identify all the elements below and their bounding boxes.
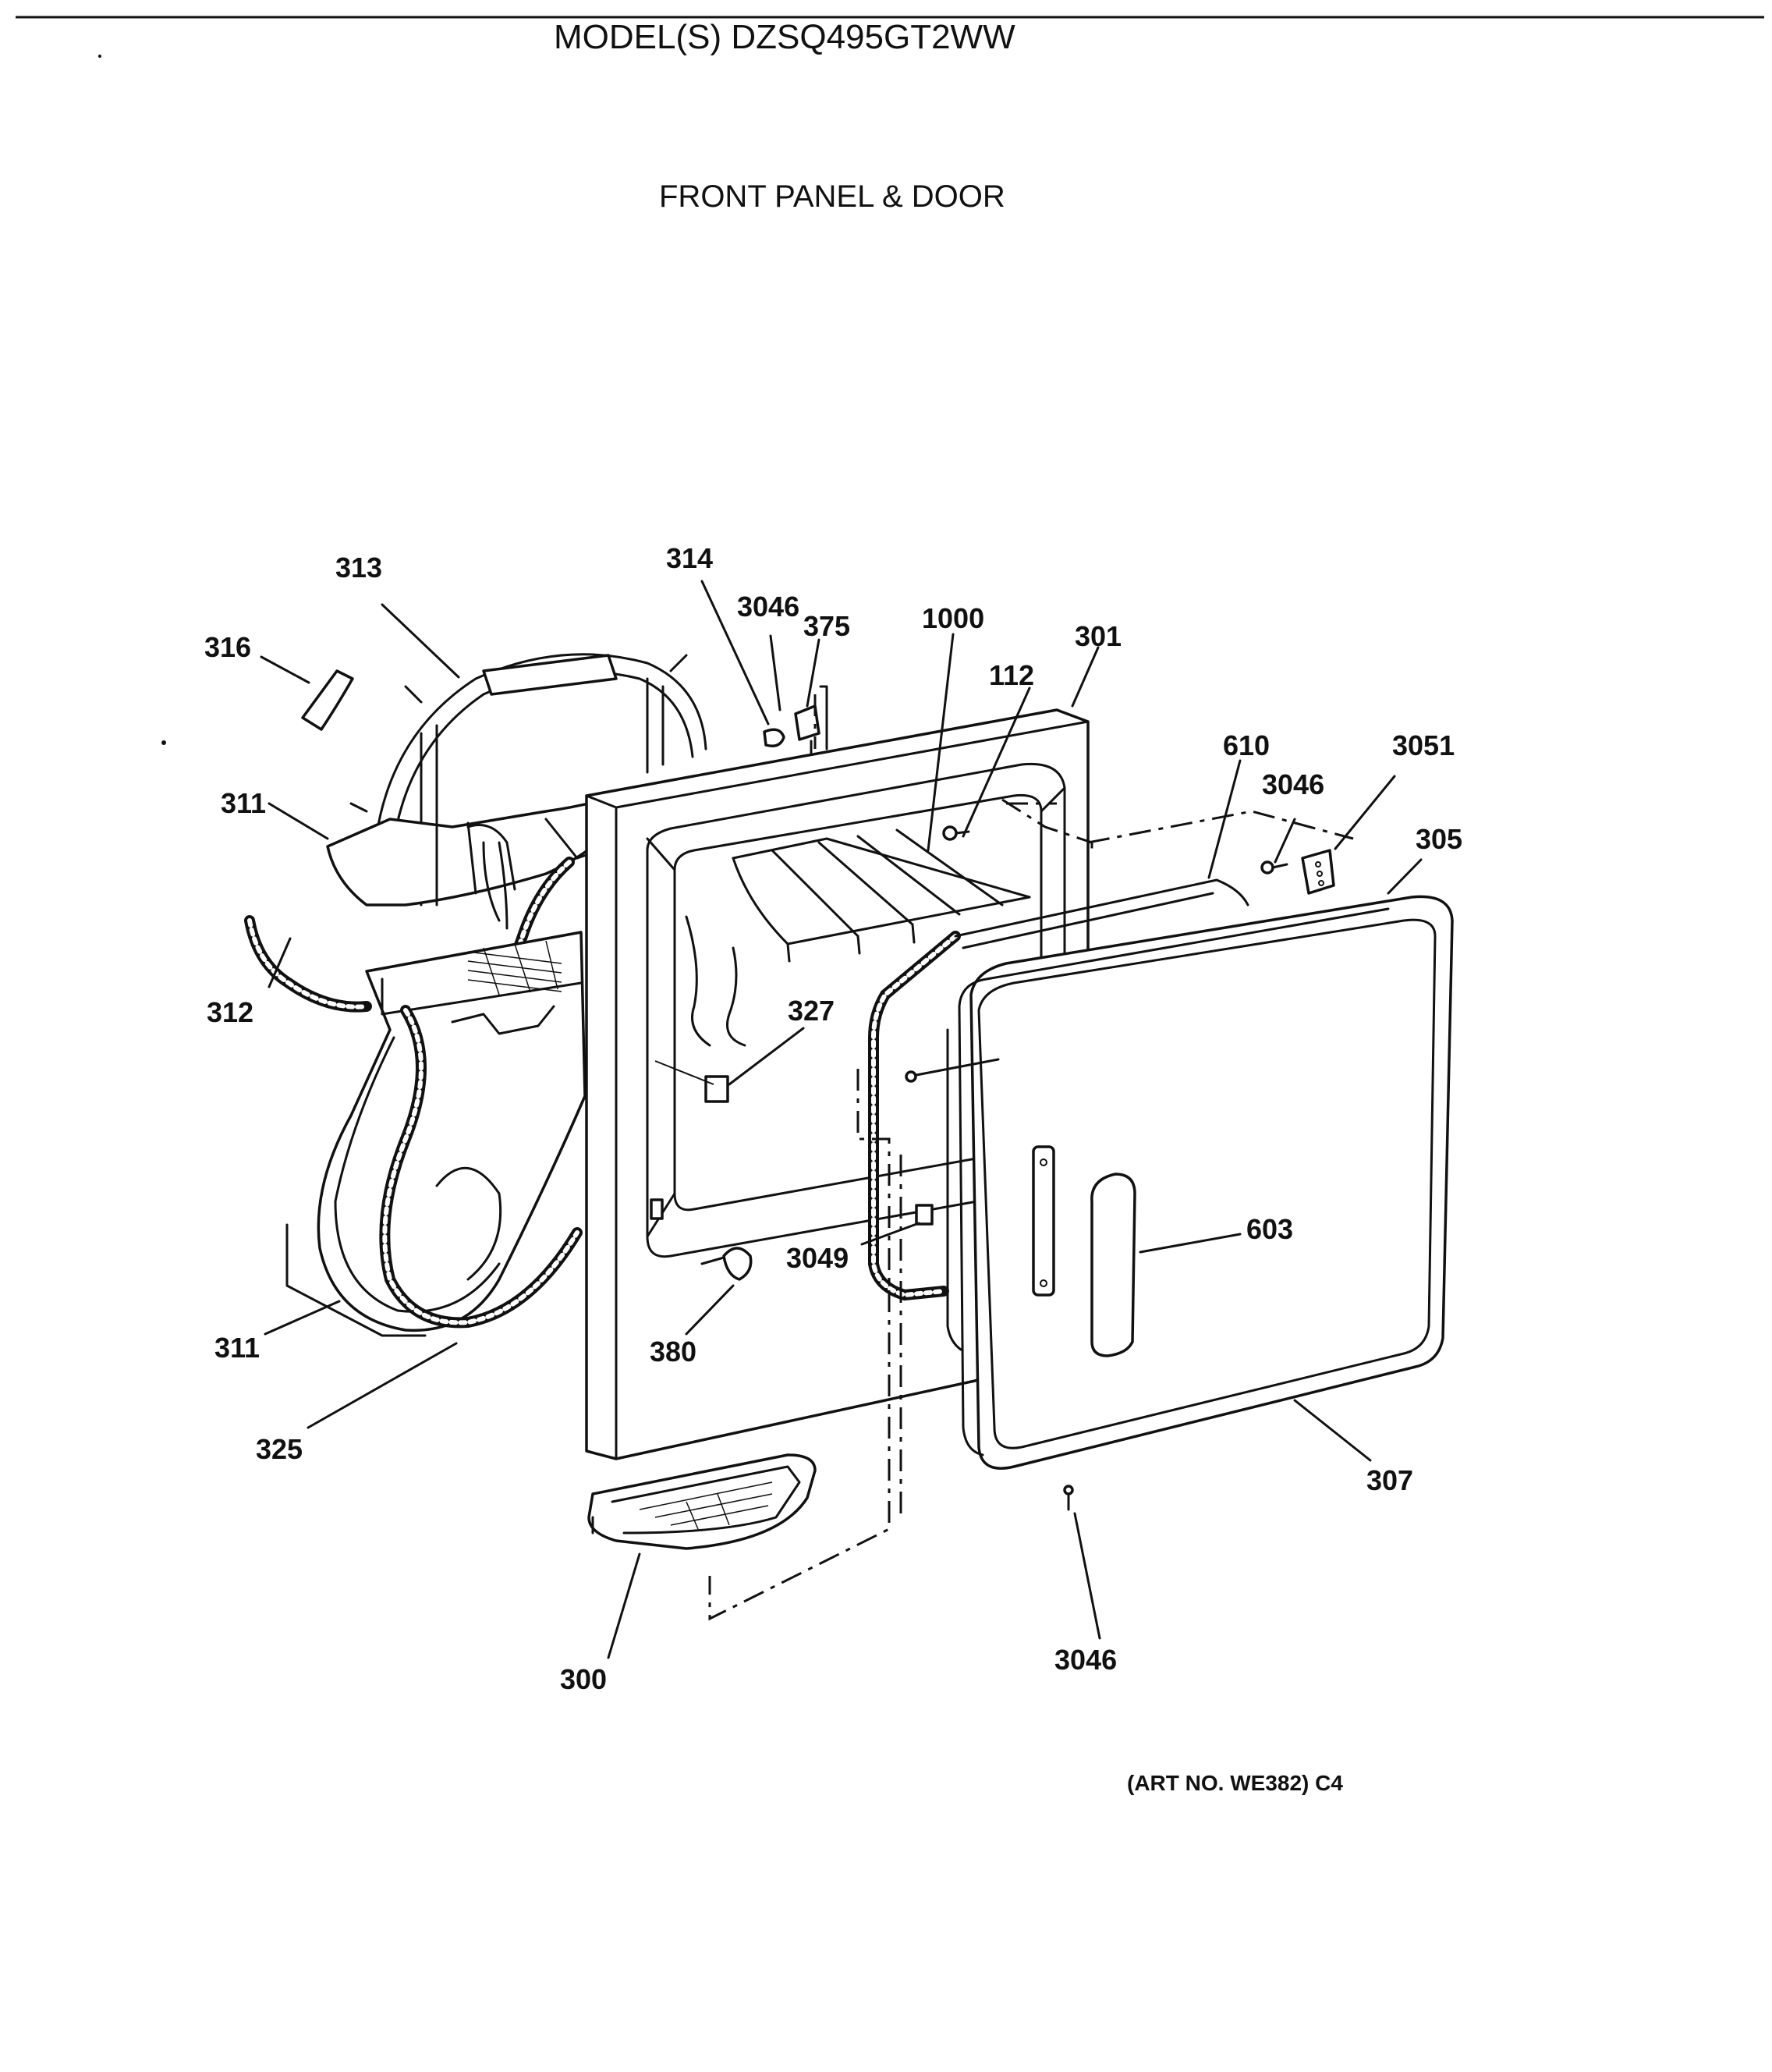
drum-glide-327 bbox=[654, 915, 746, 1103]
door-switch-375 bbox=[763, 685, 828, 754]
callout-112: 112 bbox=[989, 659, 1034, 691]
callout-603: 603 bbox=[1246, 1213, 1293, 1245]
callout-305: 305 bbox=[1416, 823, 1462, 855]
lint-filter-300 bbox=[587, 1453, 817, 1550]
door-assembly-307 bbox=[905, 895, 1454, 1470]
callout-313: 313 bbox=[335, 552, 382, 584]
door-gasket-610 bbox=[868, 878, 1249, 1301]
callout-314: 314 bbox=[666, 542, 713, 574]
speck bbox=[161, 740, 166, 745]
felt-strip-316 bbox=[301, 669, 354, 731]
callout-3049: 3049 bbox=[786, 1242, 849, 1274]
actuator-3051 bbox=[1301, 849, 1335, 895]
screw-3046-bottom bbox=[1063, 1485, 1074, 1511]
callout-311-upper: 311 bbox=[221, 787, 266, 819]
speck bbox=[98, 55, 101, 58]
screw-112 bbox=[942, 825, 970, 841]
bearing-ring-313 bbox=[349, 653, 707, 906]
model-title: MODEL(S) DZSQ495GT2WW bbox=[554, 18, 1015, 56]
callout-316: 316 bbox=[204, 631, 251, 663]
callout-300: 300 bbox=[560, 1663, 607, 1695]
bulkhead-seal-325 bbox=[379, 1005, 583, 1329]
callout-375: 375 bbox=[803, 610, 850, 642]
callout-3046-top: 3046 bbox=[737, 591, 799, 623]
callout-1000: 1000 bbox=[922, 602, 984, 634]
callout-610: 610 bbox=[1223, 729, 1270, 761]
callout-3046-right: 3046 bbox=[1262, 768, 1324, 800]
callout-327: 327 bbox=[788, 995, 835, 1027]
section-title: FRONT PANEL & DOOR bbox=[659, 179, 1005, 214]
door-strike-380 bbox=[700, 1247, 753, 1281]
assembly-dashed-lines bbox=[708, 694, 1354, 1621]
callout-301: 301 bbox=[1075, 620, 1122, 652]
callout-307: 307 bbox=[1366, 1464, 1413, 1496]
callout-3046-bottom: 3046 bbox=[1054, 1644, 1117, 1676]
callout-380: 380 bbox=[650, 1336, 696, 1368]
leader-lines bbox=[260, 580, 1423, 1659]
callout-3051: 3051 bbox=[1392, 729, 1455, 761]
duct-seal-312 bbox=[244, 915, 372, 1013]
door-hinge-3049 bbox=[915, 1204, 934, 1226]
art-number: (ART NO. WE382) C4 bbox=[1127, 1771, 1343, 1795]
callout-labels: 313 314 316 3046 375 1000 301 112 610 30… bbox=[204, 542, 1462, 1695]
callout-311-lower: 311 bbox=[214, 1332, 260, 1364]
callout-312: 312 bbox=[207, 996, 253, 1028]
screw-3046-right bbox=[1260, 860, 1288, 875]
callout-325: 325 bbox=[256, 1433, 303, 1465]
dry-rack-1000 bbox=[732, 828, 1031, 963]
